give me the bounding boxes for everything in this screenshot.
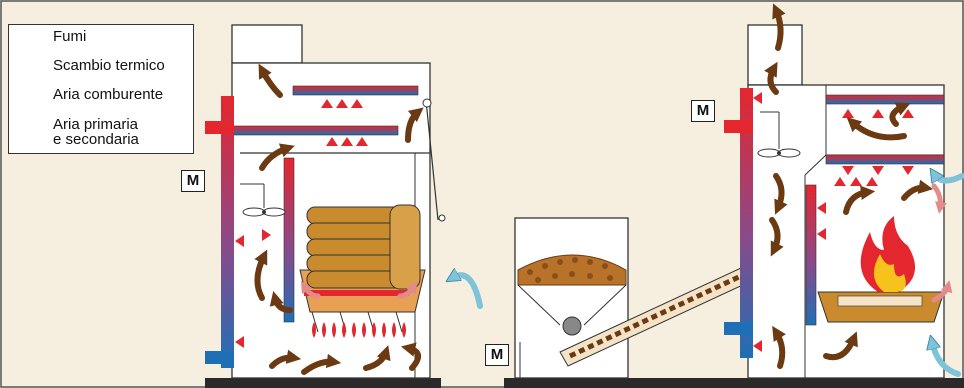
legend-label-line2: e secondaria (53, 132, 139, 147)
motor-label: M (181, 170, 205, 192)
legend-item-aria-primaria: Aria primaria e secondaria (53, 117, 139, 147)
legend-label: Scambio termico (53, 58, 165, 73)
legend-label: Aria primaria (53, 117, 138, 132)
legend-label: Aria comburente (53, 87, 163, 102)
motor-label: M (485, 344, 509, 366)
legend: Fumi Scambio termico Aria comburente Ari… (8, 24, 194, 154)
legend-item-fumi: Fumi (53, 29, 86, 44)
legend-item-aria-comburente: Aria comburente (53, 87, 163, 102)
wood-boiler (205, 25, 480, 378)
floor-left (205, 378, 441, 388)
pellet-boiler (724, 10, 962, 378)
legend-item-scambio: Scambio termico (53, 58, 165, 73)
motor-label: M (691, 100, 715, 122)
floor-right (504, 378, 964, 388)
legend-label: Fumi (53, 29, 86, 44)
wood-logs-icon (307, 205, 420, 289)
